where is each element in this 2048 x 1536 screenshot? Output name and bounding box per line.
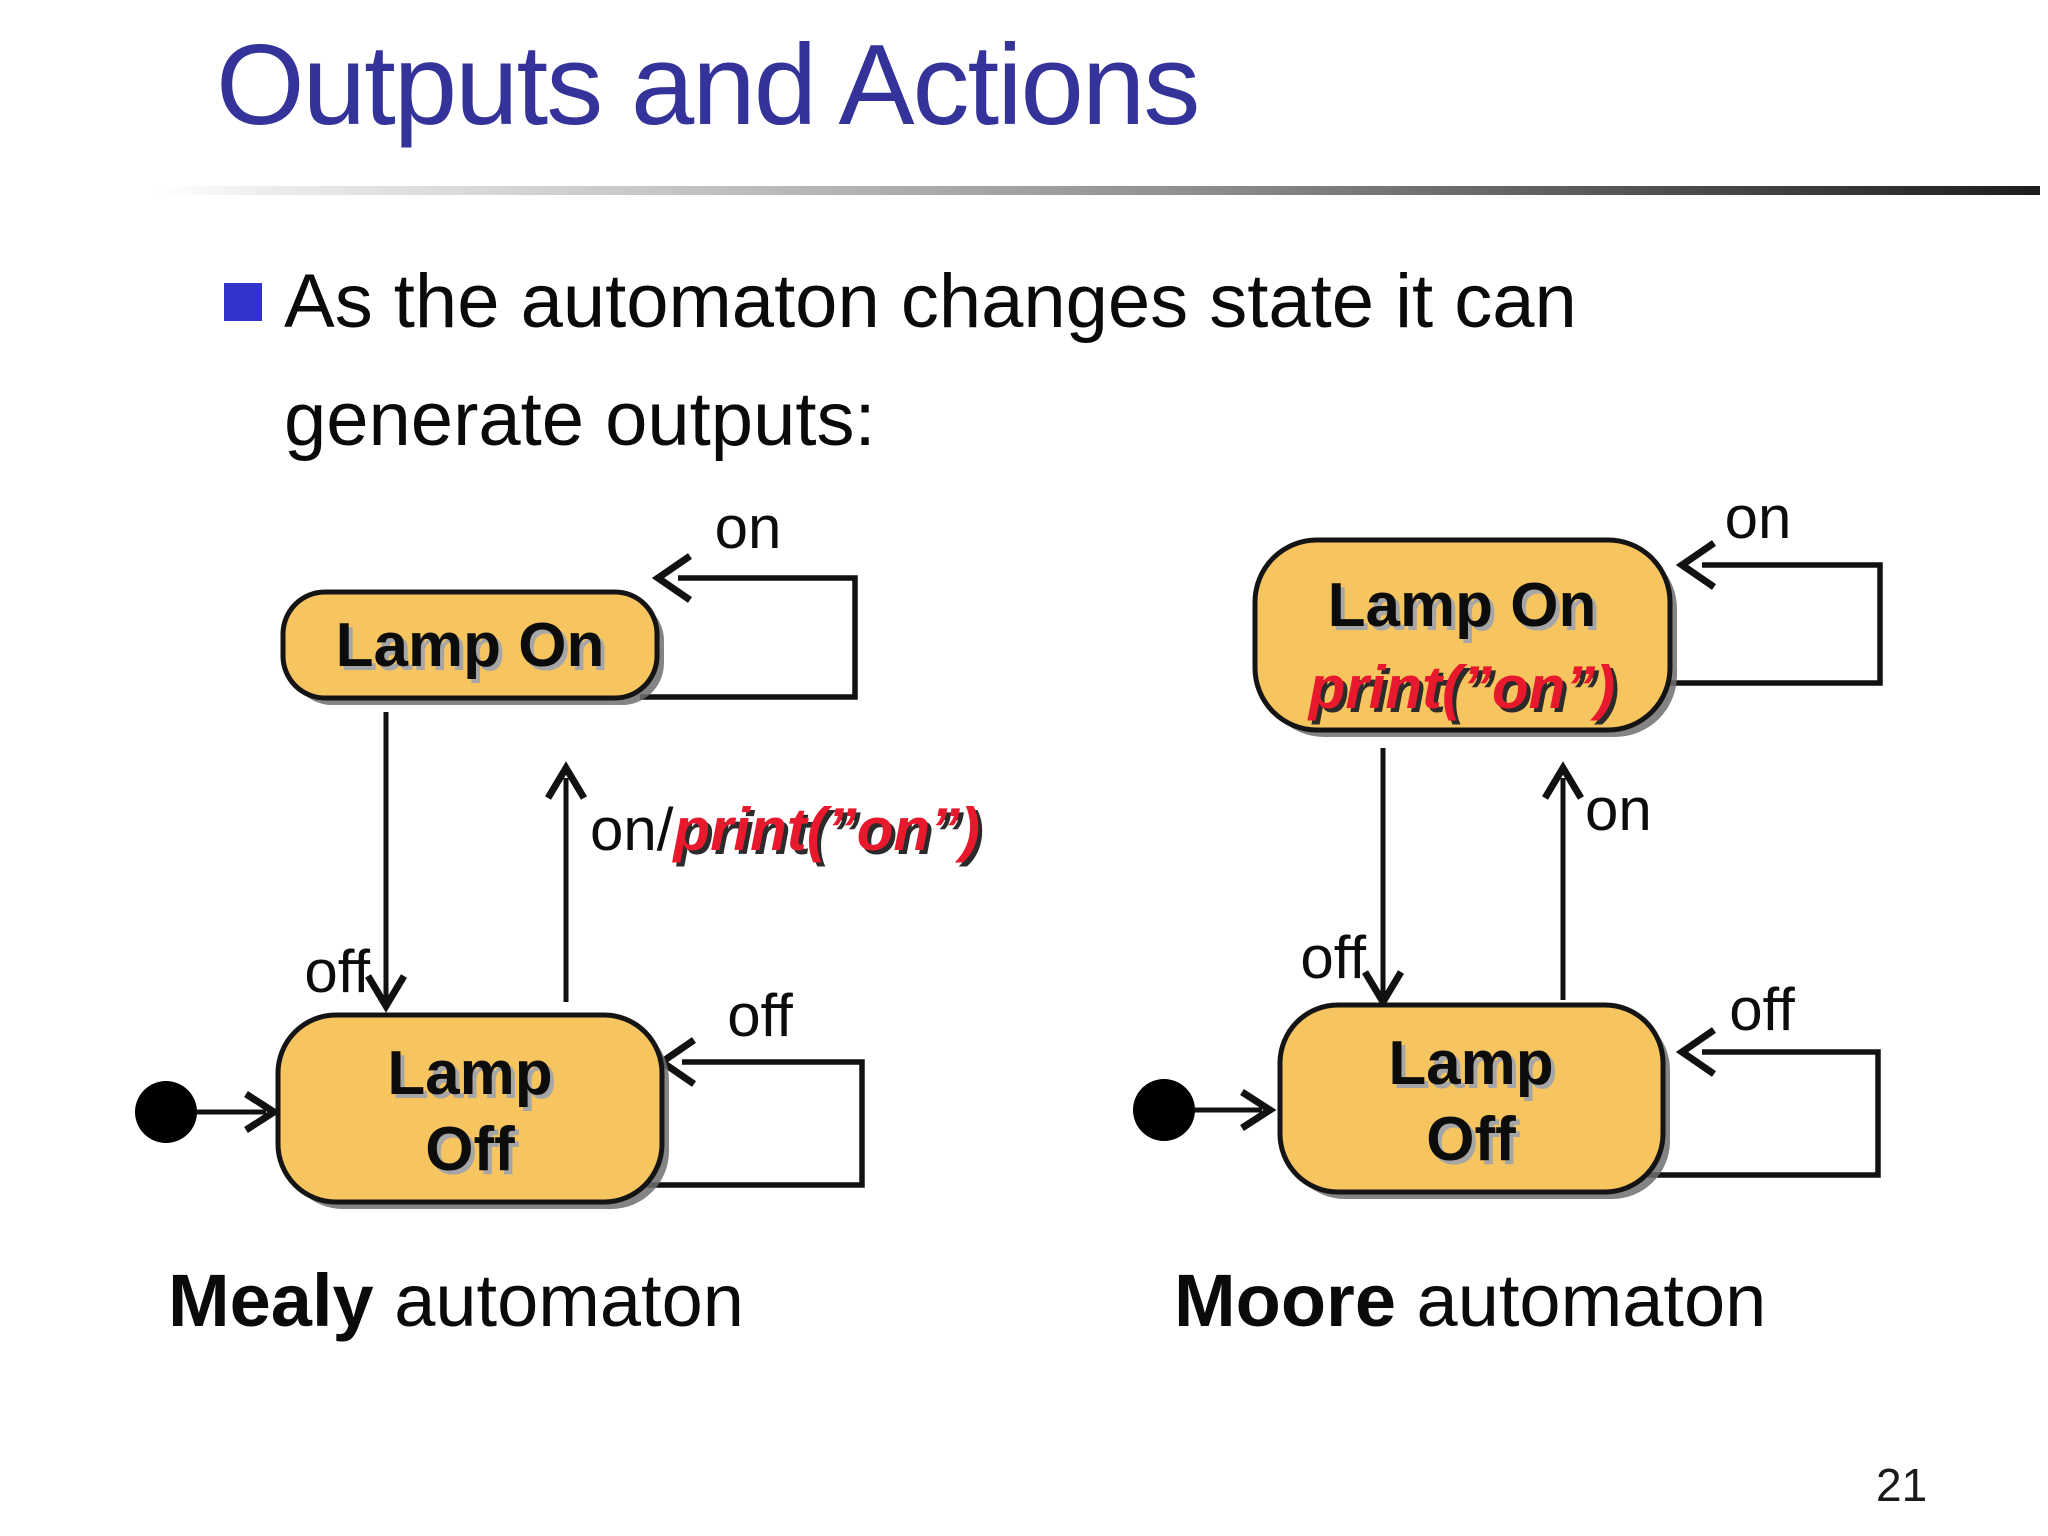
moore-lampoff-label-line1: Lamp xyxy=(1388,1029,1553,1098)
moore-lampon-label: Lamp On xyxy=(1328,571,1597,640)
mealy-selfloop-on-label: on xyxy=(715,494,782,561)
moore-lampoff-state xyxy=(1277,1002,1666,1195)
mealy-lampoff-label-line1: Lamp xyxy=(387,1039,552,1108)
moore-lampoff-selfloop-arrowhead-icon xyxy=(1675,1027,1716,1077)
moore-caption-rest: automaton xyxy=(1396,1259,1767,1342)
mealy-on-action-label: print(”on”) xyxy=(671,796,980,863)
mealy-lampoff-label-line2: Off xyxy=(425,1115,515,1184)
mealy-caption: Mealy automaton xyxy=(168,1258,744,1343)
page-number: 21 xyxy=(1876,1459,1928,1511)
moore-caption: Moore automaton xyxy=(1174,1258,1766,1343)
moore-selfloop-off-label: off xyxy=(1729,976,1795,1043)
mealy-lampon-state xyxy=(280,589,660,701)
moore-lampon-state xyxy=(1252,537,1673,733)
mealy-initial-state-dot xyxy=(135,1081,197,1143)
moore-diagram: on Lamp On print(”on”) off on off xyxy=(1133,484,1883,1199)
mealy-off-arrowhead-icon xyxy=(364,974,408,1013)
mealy-lampoff-state xyxy=(275,1012,665,1205)
moore-initial-state-dot xyxy=(1133,1079,1195,1141)
moore-on-transition-label: on xyxy=(1585,776,1652,843)
moore-on-arrowhead-icon xyxy=(1541,761,1585,800)
bullet-line-1: As the automaton changes state it can xyxy=(284,259,1577,344)
moore-off-arrowhead-icon xyxy=(1361,970,1405,1009)
moore-lampon-action-label: print(”on”) xyxy=(1307,654,1616,721)
mealy-diagram: on Lamp On off on/print(”on”) off xyxy=(135,494,980,1209)
mealy-lampon-selfloop-arrowhead-icon xyxy=(651,553,692,603)
mealy-on-input-label: on/ xyxy=(590,796,674,863)
bullet-line-2: generate outputs: xyxy=(284,377,876,462)
bullet-square-icon xyxy=(224,283,262,321)
moore-lampoff-label-line2: Off xyxy=(1426,1105,1516,1174)
moore-selfloop-on-label: on xyxy=(1725,484,1792,551)
moore-initial-arrowhead-icon xyxy=(1240,1089,1277,1131)
slide-title: Outputs and Actions xyxy=(216,22,1200,149)
mealy-off-transition-label: off xyxy=(304,938,370,1005)
mealy-selfloop-off-label: off xyxy=(727,982,793,1049)
mealy-caption-rest: automaton xyxy=(373,1259,744,1342)
moore-lampon-selfloop-arrowhead-icon xyxy=(1675,540,1716,590)
mealy-lampoff-selfloop-edge xyxy=(645,1059,865,1188)
mealy-lampon-label: Lamp On xyxy=(336,611,605,680)
title-separator-rule xyxy=(158,186,2040,195)
moore-off-transition-label: off xyxy=(1300,924,1366,991)
mealy-on-transition-label: on/print(”on”) xyxy=(590,796,980,863)
moore-lampoff-selfloop-edge xyxy=(1648,1049,1881,1178)
moore-caption-bold: Moore xyxy=(1174,1259,1396,1342)
bullet-text: As the automaton changes state it can ge… xyxy=(284,243,1644,479)
mealy-caption-bold: Mealy xyxy=(168,1259,374,1342)
mealy-on-arrowhead-icon xyxy=(544,761,588,800)
mealy-lampon-selfloop-edge xyxy=(640,575,858,700)
mealy-initial-arrowhead-icon xyxy=(244,1091,281,1133)
moore-lampon-selfloop-edge xyxy=(1652,562,1883,686)
